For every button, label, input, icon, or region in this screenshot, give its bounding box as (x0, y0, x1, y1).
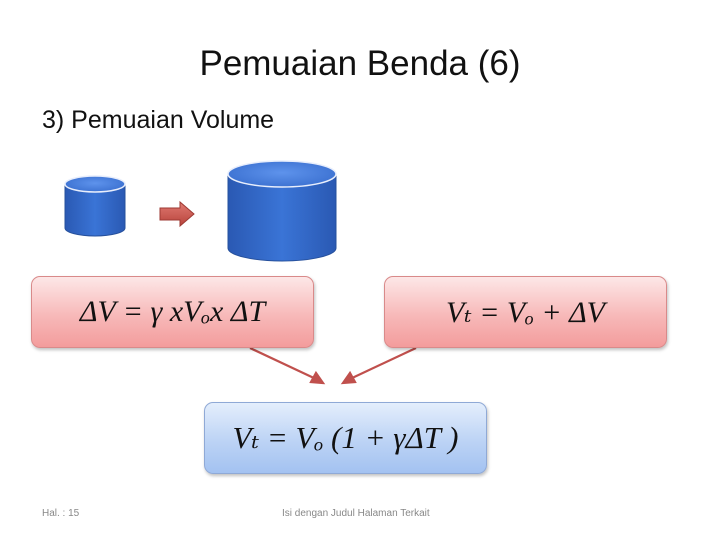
vt-sum-formula-box: Vₜ = Vₒ + ΔV (384, 276, 667, 348)
delta-v-formula-box: ΔV = γ xVₒx ΔT (31, 276, 314, 348)
connector-arrows (249, 347, 417, 385)
footer-caption: Isi dengan Judul Halaman Terkait (282, 508, 430, 519)
slide-title: Pemuaian Benda (6) (199, 44, 521, 83)
vt-final-formula: Vₜ = Vₒ (1 + γΔT ) (232, 420, 459, 455)
large-cylinder (227, 160, 337, 262)
slide-subtitle: 3) Pemuaian Volume (42, 106, 275, 134)
vt-final-formula-box: Vₜ = Vₒ (1 + γΔT ) (204, 402, 487, 474)
small-cylinder (64, 175, 126, 237)
footer-page-number: Hal. : 15 (42, 508, 80, 519)
vt-sum-formula: Vₜ = Vₒ + ΔV (445, 295, 606, 329)
delta-v-formula: ΔV = γ xVₒx ΔT (79, 295, 266, 328)
expansion-arrow (159, 200, 195, 228)
